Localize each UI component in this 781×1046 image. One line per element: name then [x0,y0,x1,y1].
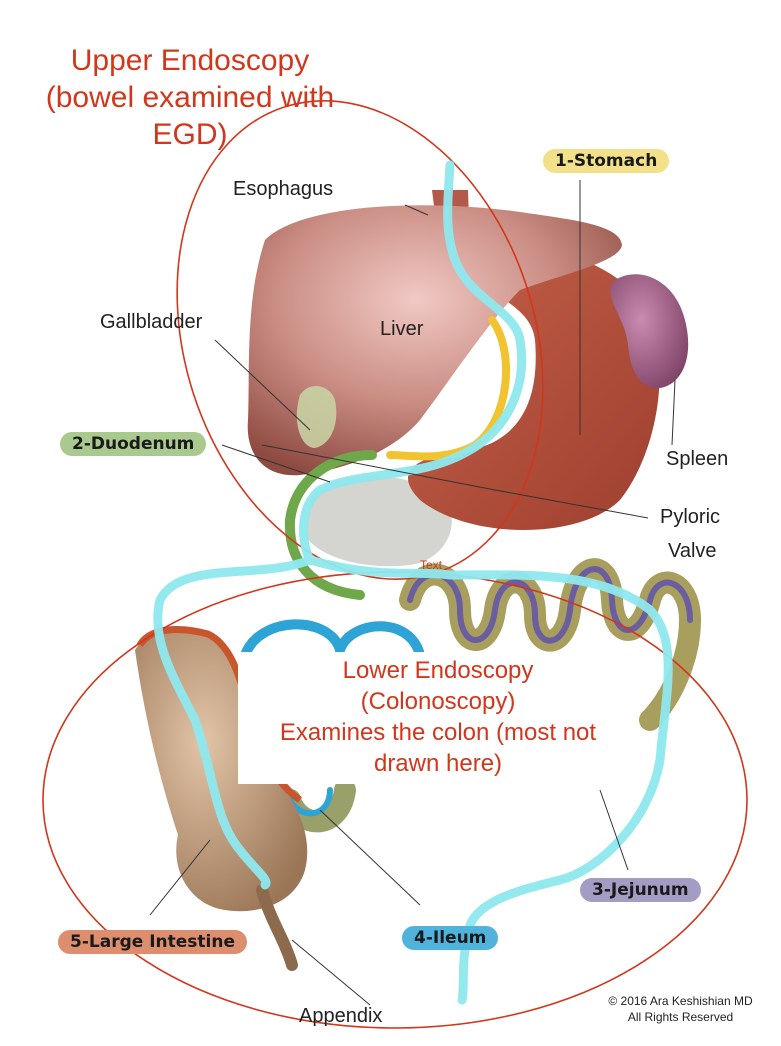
lower-endoscopy-text: Lower Endoscopy (Colonoscopy) Examines t… [238,655,638,779]
pill-jejunum: 3-Jejunum [580,878,701,902]
label-liver: Liver [380,318,424,340]
stomach-shape [408,248,660,530]
appendix-shape [256,884,298,971]
pill-duodenum: 2-Duodenum [60,432,207,456]
jejunum-inner [407,566,693,644]
label-pyloric: Pyloric [660,506,721,528]
endoscope-path [153,160,673,1005]
upper-title-line2: (bowel examined with [45,81,335,114]
label-esophagus: Esophagus [233,178,334,200]
upper-endoscopy-title: Upper Endoscopy (bowel examined with EGD… [0,42,380,153]
gallbladder-shape [296,385,337,448]
pill-stomach: 1-Stomach [543,149,670,173]
lower-text-line4: drawn here) [373,750,503,777]
label-text-marker: Text [420,558,443,572]
lower-text-line3: Examines the colon (most not [279,719,597,746]
leader-lines [149,180,676,1006]
upper-title-line1: Upper Endoscopy [70,44,310,77]
lower-text-line1: Lower Endoscopy [342,657,534,684]
lower-text-line2: (Colonoscopy) [360,688,516,715]
lower-endoscopy-box [238,652,638,784]
label-valve: Valve [668,540,717,562]
label-gallbladder: Gallbladder [100,311,203,333]
label-appendix: Appendix [299,1005,383,1027]
pill-ileum: 4-Ileum [402,926,499,950]
copyright-line2: All Rights Reserved [627,1010,734,1024]
upper-title-line3: EGD) [152,118,228,151]
ileum-loop-upper [240,619,425,667]
spleen-shape [610,274,689,389]
label-spleen: Spleen [666,448,729,470]
pill-large-intestine: 5-Large Intestine [58,930,247,954]
copyright-line1: © 2016 Ara Keshishian MD [608,994,753,1008]
duodenum-loop [284,450,377,600]
liver-shape [247,205,622,476]
copyright-notice: © 2016 Ara Keshishian MD All Rights Rese… [588,993,773,1025]
pancreas-shape [305,476,452,567]
large-intestine-shape [135,628,308,912]
